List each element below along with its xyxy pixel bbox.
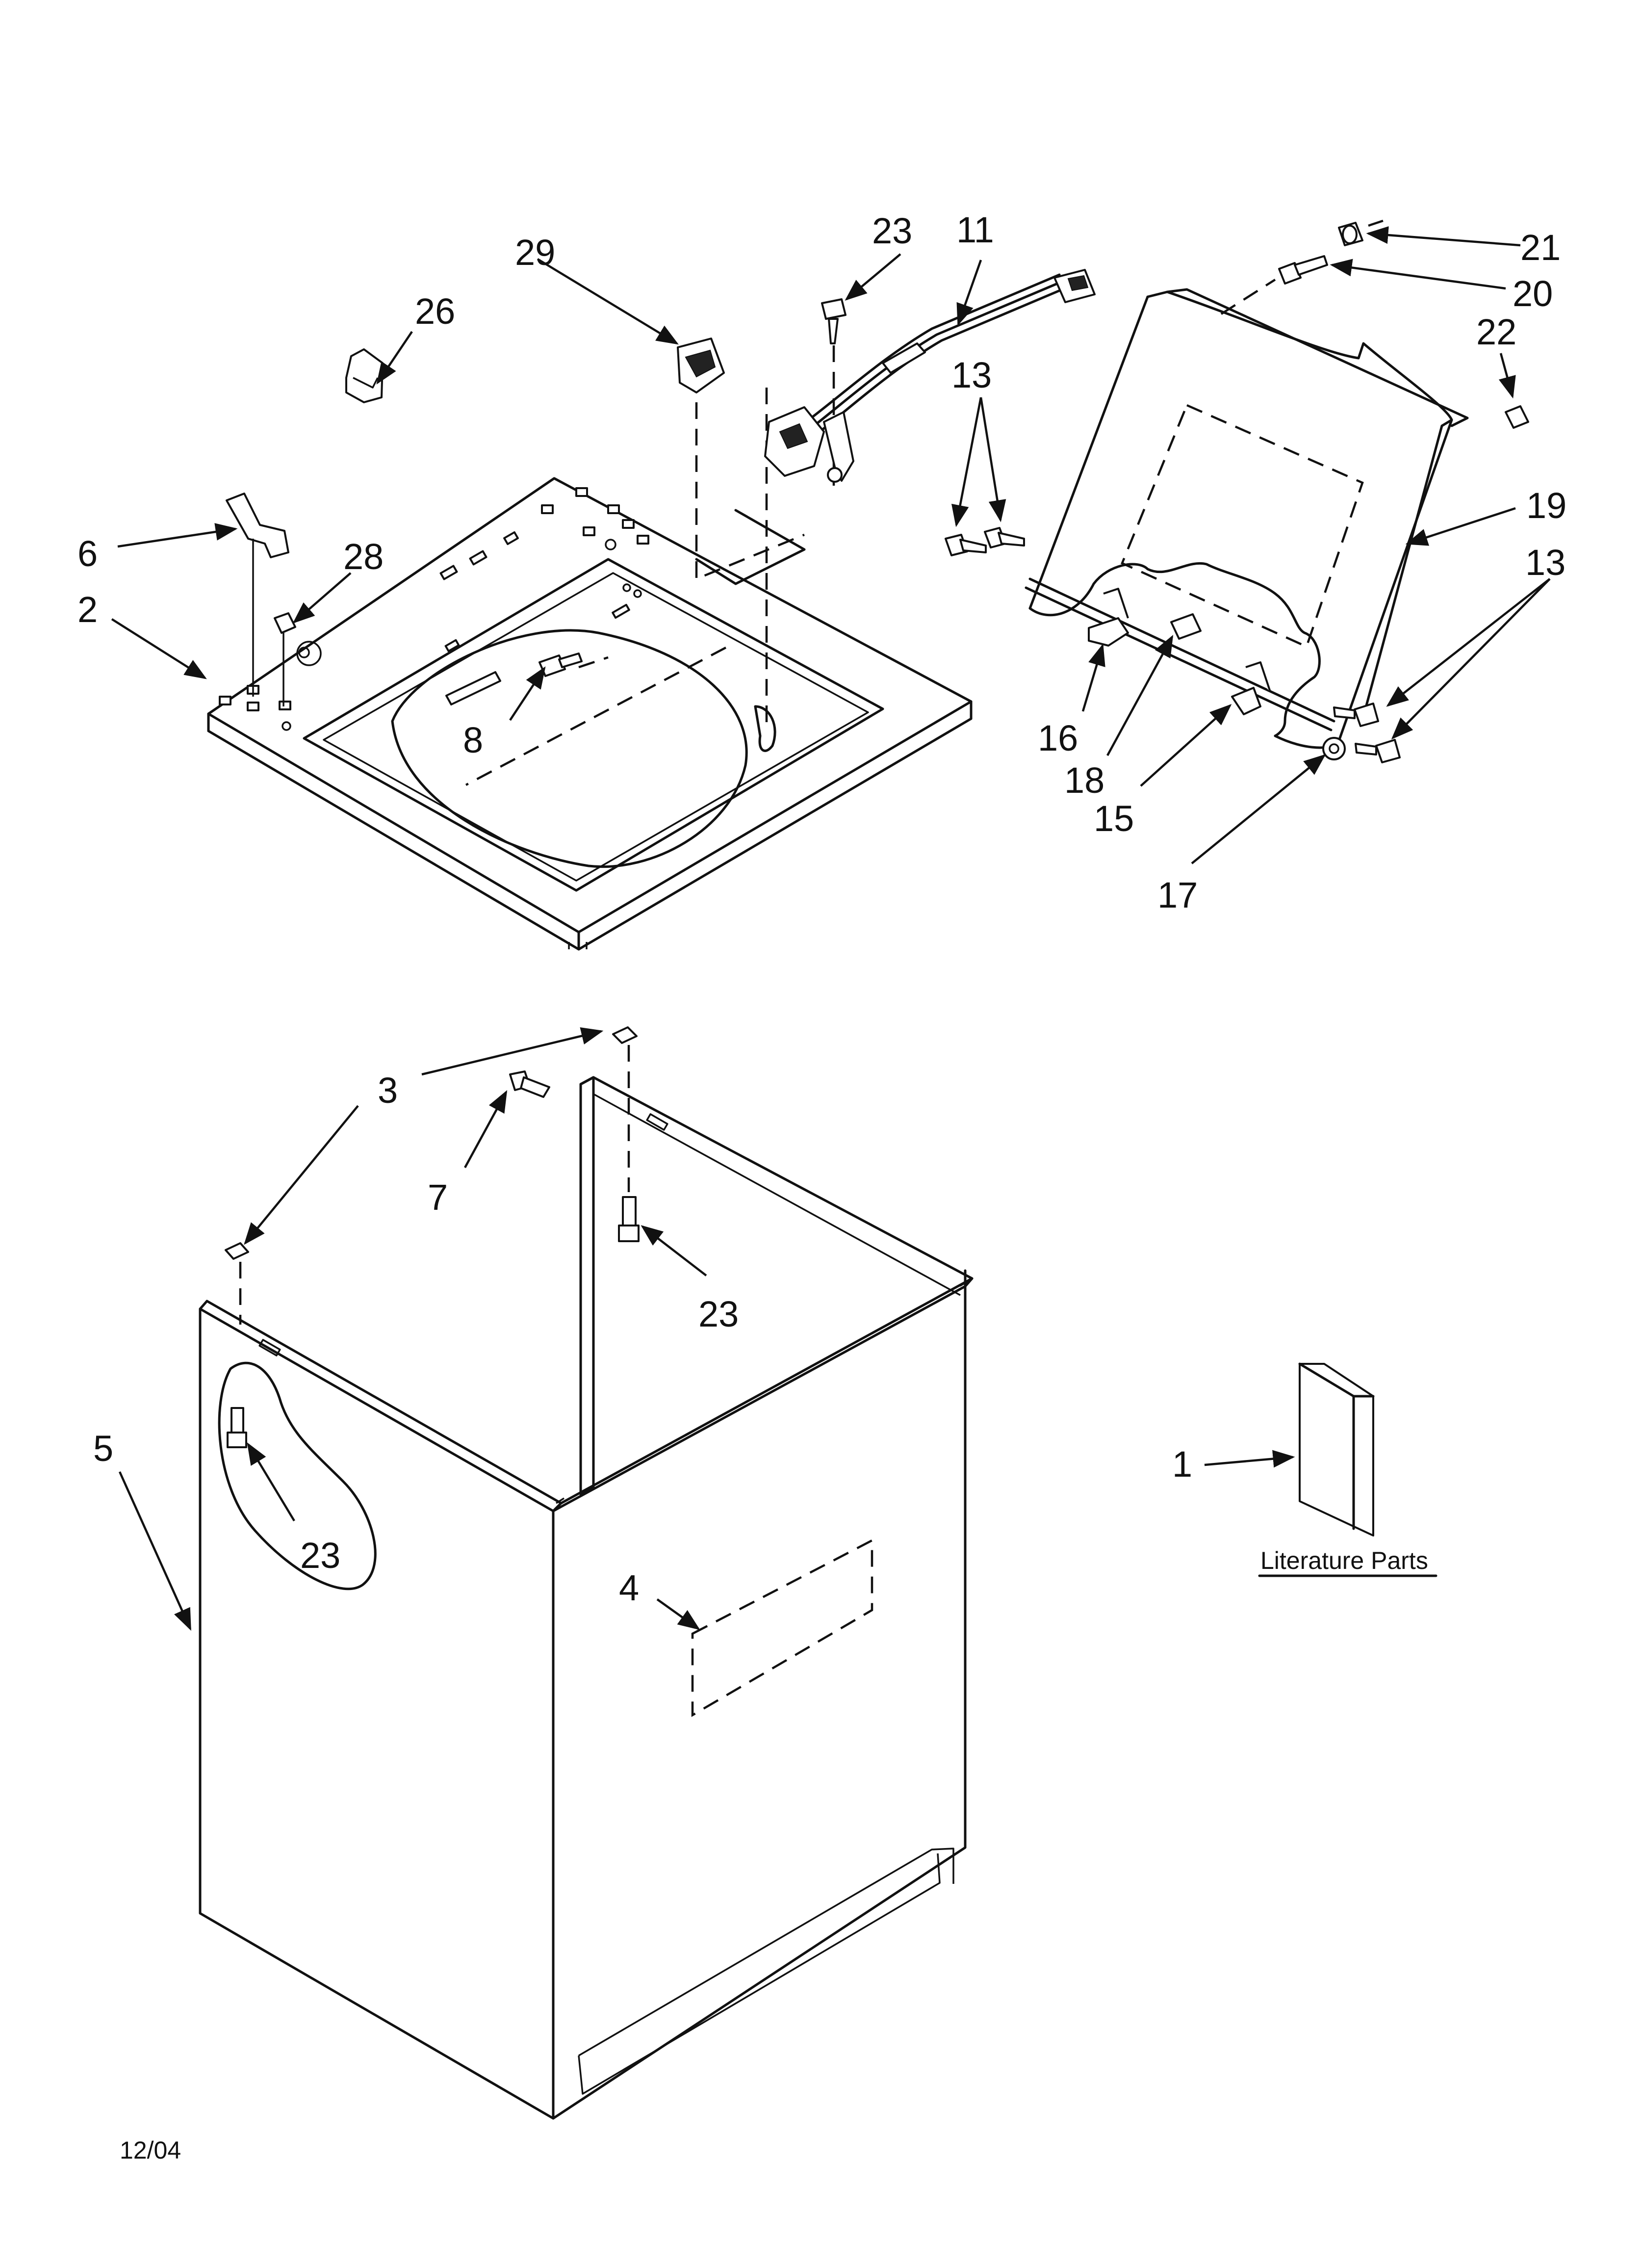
callout-20: 20 bbox=[1513, 273, 1553, 314]
hinge-part-16 bbox=[1088, 588, 1129, 647]
callout-21: 21 bbox=[1520, 227, 1561, 268]
screw-part-23-cabinet-front bbox=[227, 1407, 247, 1448]
label-area-part-4 bbox=[691, 1538, 873, 1717]
callout-17: 17 bbox=[1157, 875, 1198, 915]
screw-part-23-top bbox=[821, 298, 847, 344]
callout-28: 28 bbox=[343, 536, 384, 577]
callout-3: 3 bbox=[378, 1070, 398, 1111]
clip-part-3 bbox=[225, 1026, 638, 1325]
callout-13a: 13 bbox=[951, 355, 992, 395]
callout-15: 15 bbox=[1094, 798, 1134, 839]
cutaway-bubble bbox=[218, 1361, 377, 1590]
callout-6: 6 bbox=[77, 533, 98, 574]
washer-part-17 bbox=[1322, 737, 1346, 760]
hinge-part-15 bbox=[1231, 661, 1271, 715]
callout-16: 16 bbox=[1038, 718, 1078, 758]
callout-23a: 23 bbox=[872, 210, 912, 251]
callout-19: 19 bbox=[1526, 485, 1566, 526]
clip-part-26 bbox=[345, 348, 384, 403]
callout-11: 11 bbox=[956, 209, 994, 250]
screw-part-8 bbox=[539, 652, 583, 677]
bumper-part-22 bbox=[1505, 405, 1529, 429]
clip-part-6 bbox=[226, 493, 289, 697]
date-code: 12/04 bbox=[120, 2137, 181, 2164]
lid-part-19 bbox=[1025, 288, 1469, 749]
screws-part-13-left bbox=[945, 527, 1025, 556]
callout-1: 1 bbox=[1172, 1444, 1192, 1485]
bracket-part-28 bbox=[274, 612, 296, 706]
callout-23c: 23 bbox=[300, 1535, 340, 1576]
callout-8: 8 bbox=[463, 720, 483, 760]
callout-2: 2 bbox=[77, 589, 98, 630]
callout-labels: 1 2 3 4 5 6 7 8 11 13 13 15 16 17 18 19 … bbox=[77, 209, 1566, 2164]
leader-arrows bbox=[111, 226, 1551, 1631]
washer-top-part-2 bbox=[207, 477, 973, 951]
literature-parts-label: Literature Parts bbox=[1260, 1547, 1428, 1574]
callout-23b: 23 bbox=[698, 1294, 739, 1334]
screw-part-23-cabinet-rear bbox=[618, 1196, 640, 1242]
callout-5: 5 bbox=[93, 1428, 113, 1469]
callout-29: 29 bbox=[515, 232, 555, 273]
callout-4: 4 bbox=[619, 1567, 639, 1608]
cabinet bbox=[199, 1076, 974, 2120]
lid-switch-part-11 bbox=[764, 269, 1096, 483]
bumper-part-20 bbox=[1278, 255, 1328, 285]
callout-26: 26 bbox=[415, 291, 455, 332]
cap-part-29 bbox=[677, 338, 725, 393]
bushing-part-18 bbox=[1170, 613, 1202, 640]
callout-13b: 13 bbox=[1525, 542, 1565, 583]
callout-7: 7 bbox=[428, 1177, 448, 1218]
screws-part-13-right bbox=[1333, 703, 1401, 763]
callout-18: 18 bbox=[1064, 760, 1104, 801]
literature-parts-book bbox=[1298, 1362, 1375, 1537]
screw-part-7 bbox=[509, 1070, 550, 1098]
callout-22: 22 bbox=[1476, 312, 1516, 352]
bumper-part-21 bbox=[1338, 222, 1363, 246]
